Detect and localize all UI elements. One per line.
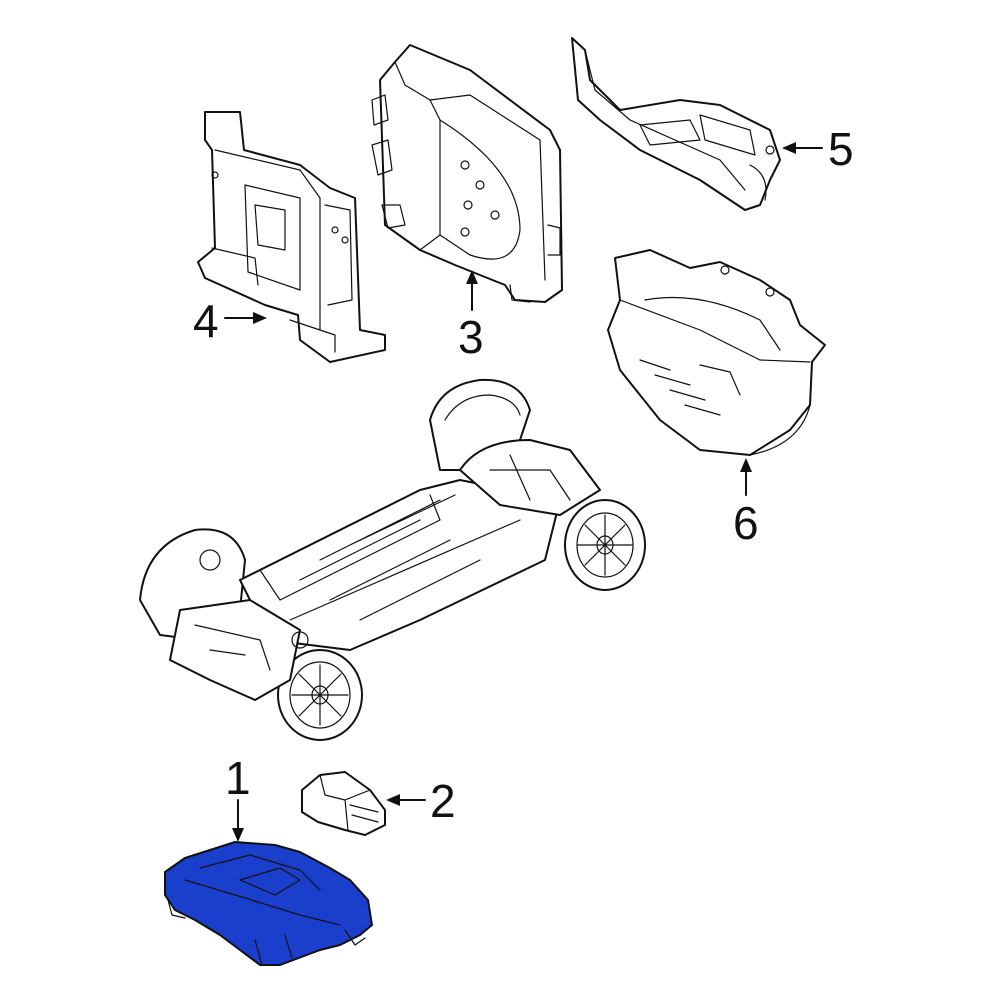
part-2-bracket[interactable] [301,771,386,836]
part-5-bracket[interactable] [571,37,781,211]
callout-3[interactable]: 3 [458,311,484,363]
part-6-shield[interactable] [607,249,826,456]
callout-5[interactable]: 5 [828,123,854,175]
vehicle-chassis [139,378,646,741]
part-3-control-module[interactable] [371,44,563,303]
part-4-bracket[interactable] [197,111,386,363]
callout-2[interactable]: 2 [430,775,456,827]
part-1-charger-highlighted[interactable] [164,841,373,966]
callout-6[interactable]: 6 [733,497,759,549]
callout-1[interactable]: 1 [225,752,251,804]
callout-4[interactable]: 4 [193,295,219,347]
callout-leaders [224,142,823,842]
